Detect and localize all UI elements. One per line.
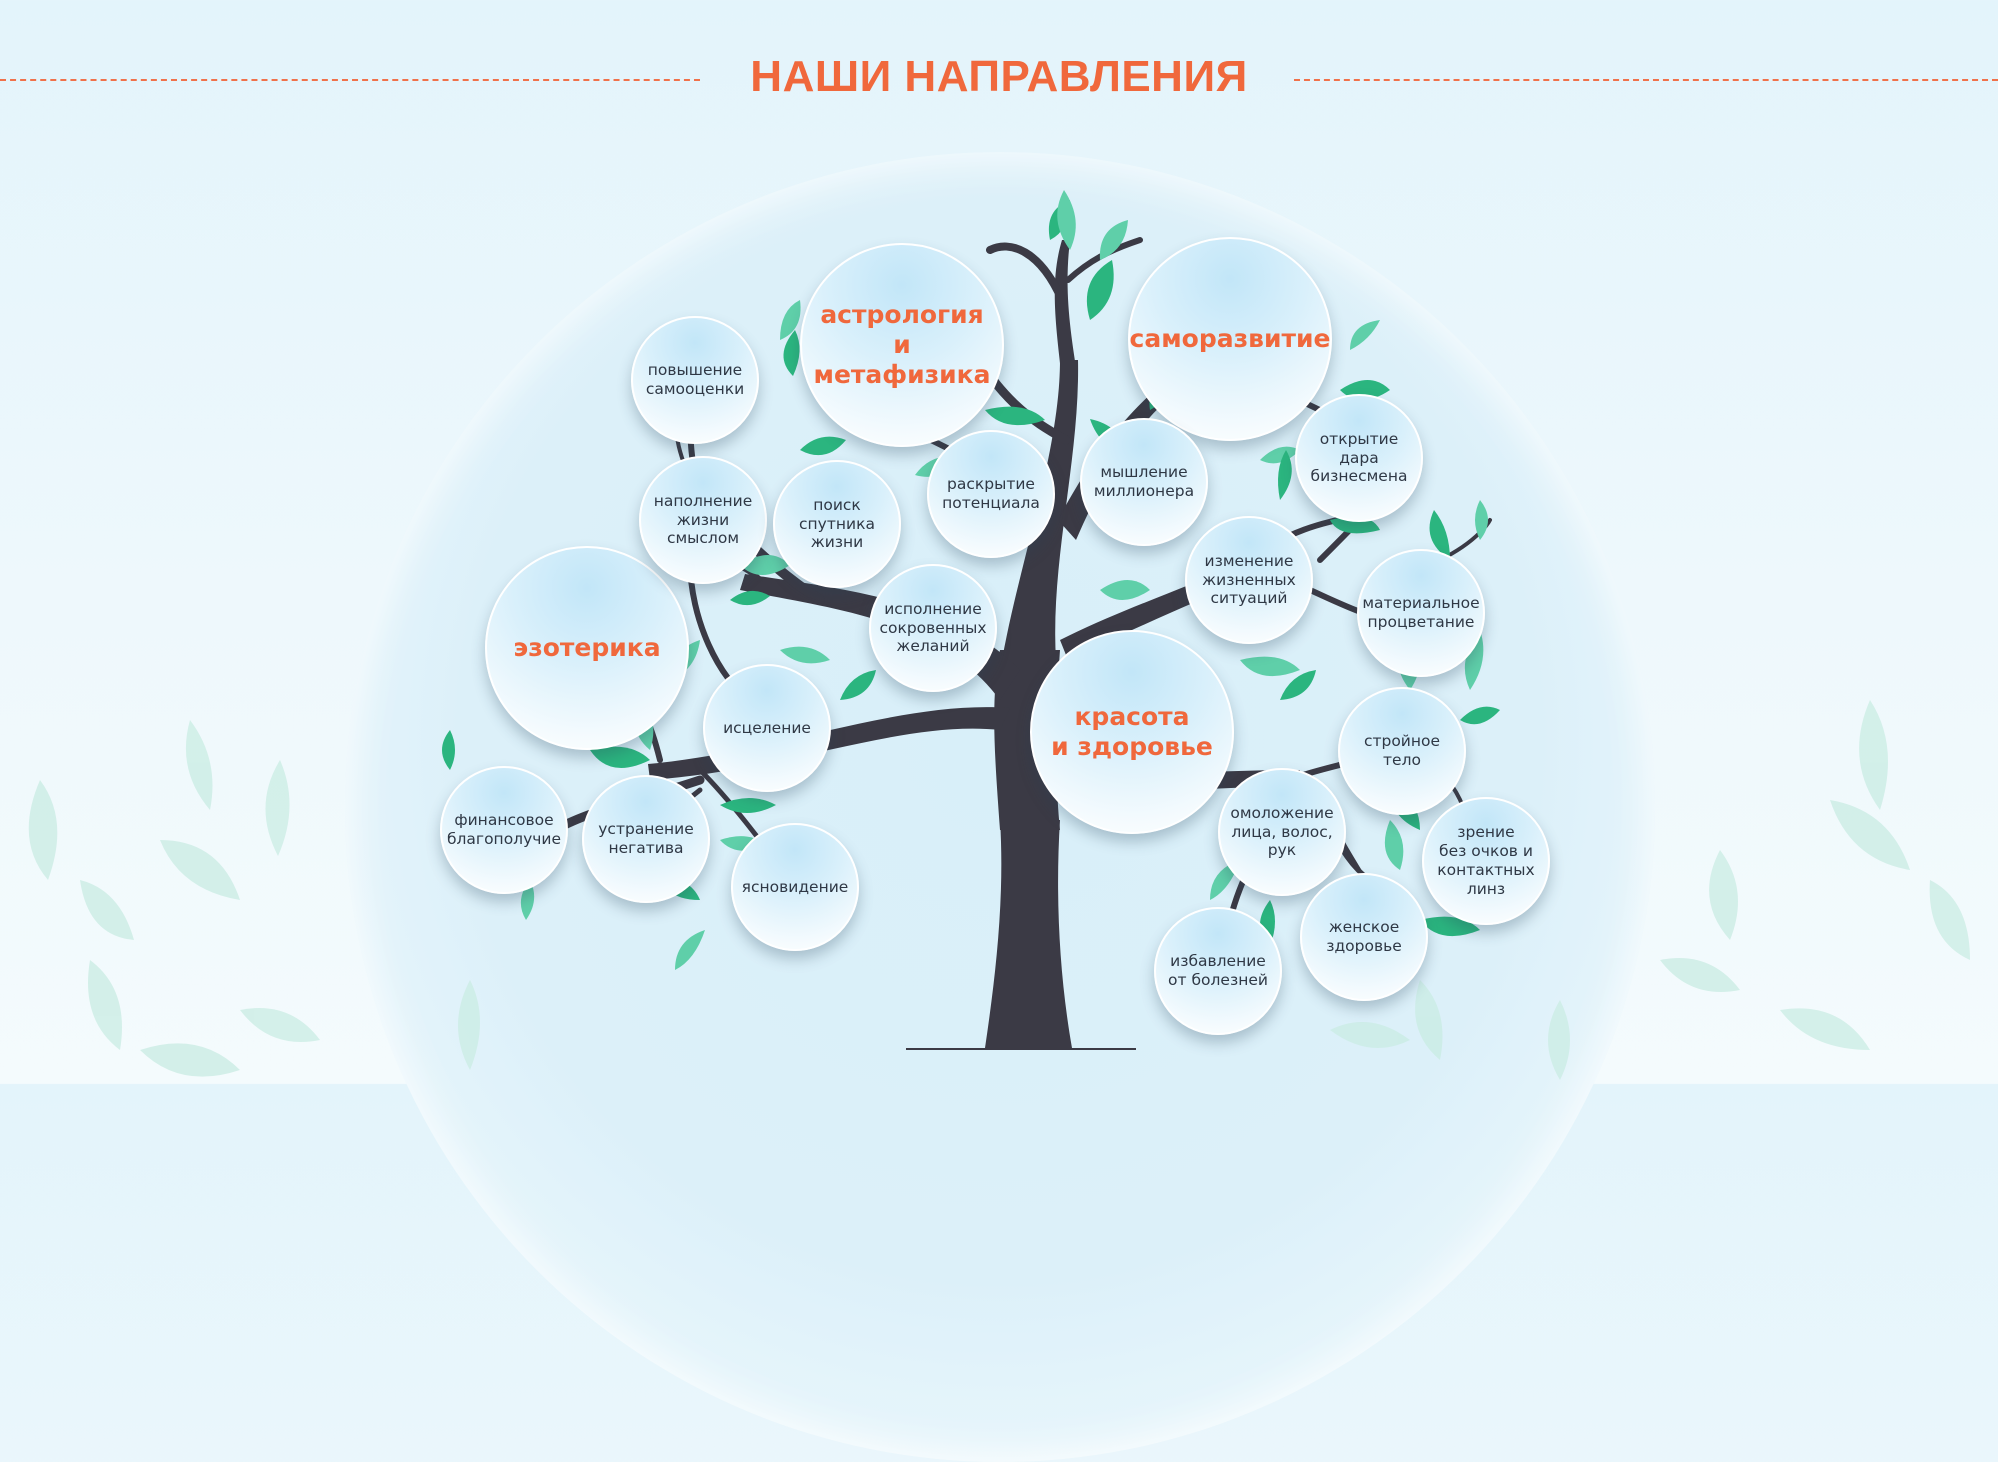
topic-cherished-wishes[interactable]: исполнение сокровенных желаний <box>869 564 997 692</box>
topic-meaning-of-life[interactable]: наполнение жизни смыслом <box>639 456 767 584</box>
topic-clairvoyance[interactable]: ясновидение <box>731 823 859 951</box>
topic-rejuvenation[interactable]: омоложение лица, волос, рук <box>1218 768 1346 896</box>
topic-vision[interactable]: зрение без очков и контактных линз <box>1422 797 1550 925</box>
topic-financial-wellbeing[interactable]: финансовое благополучие <box>440 766 568 894</box>
topic-life-situations[interactable]: изменение жизненных ситуаций <box>1185 516 1313 644</box>
topic-self-esteem[interactable]: повышение самооценки <box>631 316 759 444</box>
category-self-development[interactable]: саморазвитие <box>1128 237 1332 441</box>
topic-potential[interactable]: раскрытие потенциала <box>927 430 1055 558</box>
ground-line <box>906 1048 1136 1050</box>
title-dash-right <box>1294 79 1998 81</box>
topic-slim-body[interactable]: стройное тело <box>1338 687 1466 815</box>
category-astrology[interactable]: астрология и метафизика <box>800 243 1004 447</box>
topic-life-partner[interactable]: поиск спутника жизни <box>773 460 901 588</box>
title-dash-left <box>0 79 700 81</box>
topic-business-gift[interactable]: открытие дара бизнесмена <box>1295 394 1423 522</box>
topic-remove-negativity[interactable]: устранение негатива <box>582 775 710 903</box>
background-leaves <box>28 700 1970 1080</box>
page-title: НАШИ НАПРАВЛЕНИЯ <box>750 52 1248 101</box>
topic-millionaire-thinking[interactable]: мышление миллионера <box>1080 418 1208 546</box>
category-esoterics[interactable]: эзотерика <box>485 546 689 750</box>
topic-healing[interactable]: исцеление <box>703 664 831 792</box>
topic-disease-relief[interactable]: избавление от болезней <box>1154 907 1282 1035</box>
topic-womens-health[interactable]: женское здоровье <box>1300 873 1428 1001</box>
topic-material-prosperity[interactable]: материальное процветание <box>1357 549 1485 677</box>
page: НАШИ НАПРАВЛЕНИЯ <box>0 52 1998 1462</box>
category-beauty-health[interactable]: красота и здоровье <box>1030 630 1234 834</box>
